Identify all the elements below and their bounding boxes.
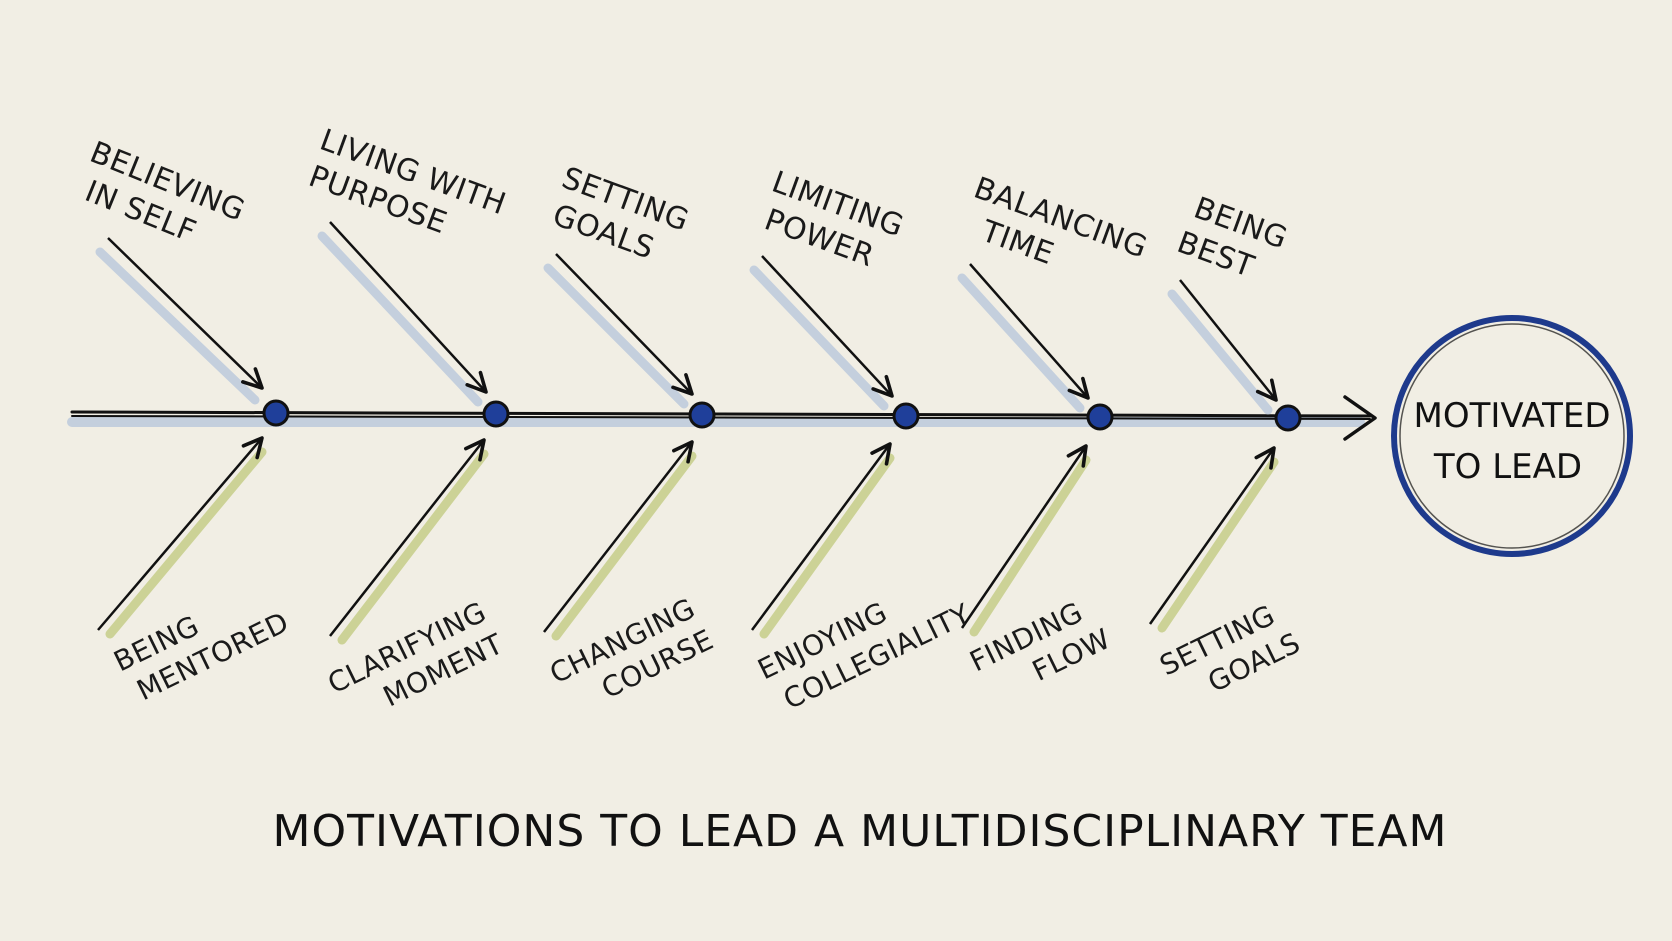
rib-shadow xyxy=(543,263,689,409)
arrow-icon xyxy=(1179,279,1278,402)
head-circle-inner xyxy=(1399,323,1625,549)
arrow-icon xyxy=(1148,446,1276,625)
rib-shadow xyxy=(1167,289,1273,415)
top-rib-6 xyxy=(1167,279,1278,415)
arrow-icon xyxy=(329,438,486,637)
rib-shadow xyxy=(969,455,1091,637)
top-label-3: SETTING GOALS xyxy=(548,161,693,267)
head-label-line1: MOTIVATED xyxy=(1413,396,1610,436)
arrow-icon xyxy=(543,440,694,633)
rib-shadow xyxy=(95,247,260,405)
arrow-icon xyxy=(750,442,892,631)
bottom-ribs xyxy=(97,436,1279,645)
bottom-rib-1 xyxy=(97,436,267,639)
arrow-icon xyxy=(761,255,894,398)
rib-shadow xyxy=(1157,457,1279,633)
arrow-icon xyxy=(969,263,1090,400)
bottom-label-1: BEING MENTORED xyxy=(109,605,294,707)
junction-node xyxy=(1086,403,1114,431)
top-label-2: LIVING WITH PURPOSE xyxy=(304,123,510,242)
top-labels: BELIEVING IN SELF LIVING WITH PURPOSE SE… xyxy=(80,123,1292,285)
rib-shadow xyxy=(759,453,895,639)
bottom-label-4: ENJOYING COLLEGIALITY xyxy=(753,596,977,717)
bottom-labels: BEING MENTORED CLARIFYING MOMENT CHANGIN… xyxy=(109,592,1306,717)
head-label-line2: TO LEAD xyxy=(1433,447,1582,487)
arrow-icon xyxy=(960,444,1088,629)
arrow-icon xyxy=(107,237,264,390)
arrow-icon xyxy=(97,436,264,631)
top-rib-1 xyxy=(95,237,264,405)
top-label-6: BEING BEST xyxy=(1173,191,1292,285)
rib-shadow xyxy=(105,447,267,639)
top-rib-2 xyxy=(317,221,488,407)
bottom-label-2: CLARIFYING MOMENT xyxy=(323,595,509,713)
junction-nodes xyxy=(262,399,1302,432)
top-rib-5 xyxy=(957,263,1090,413)
bottom-rib-5 xyxy=(960,444,1091,637)
head-effect: MOTIVATED TO LEAD xyxy=(1391,315,1633,557)
spine-arrow-icon xyxy=(1343,395,1377,441)
bottom-rib-4 xyxy=(750,442,895,639)
bottom-rib-6 xyxy=(1148,446,1279,633)
junction-node xyxy=(1274,404,1302,432)
bottom-rib-2 xyxy=(329,438,489,645)
rib-shadow xyxy=(957,273,1085,413)
arrow-icon xyxy=(555,253,694,396)
diagram-caption: MOTIVATIONS TO LEAD A MULTIDISCIPLINARY … xyxy=(273,806,1448,857)
head-circle xyxy=(1391,315,1633,557)
arrow-icon xyxy=(329,221,488,394)
junction-node xyxy=(262,399,290,427)
top-label-4: LIMITING POWER xyxy=(760,165,908,275)
rib-shadow xyxy=(317,231,483,407)
rib-shadow xyxy=(551,451,697,641)
junction-node xyxy=(482,400,510,428)
top-rib-3 xyxy=(543,253,694,409)
junction-node xyxy=(688,401,716,429)
rib-shadow xyxy=(337,449,489,645)
top-rib-4 xyxy=(749,255,894,411)
top-label-1: BELIEVING IN SELF xyxy=(80,135,250,250)
junction-node xyxy=(892,402,920,430)
bottom-rib-3 xyxy=(543,440,697,641)
top-ribs xyxy=(95,221,1278,415)
rib-shadow xyxy=(749,265,889,411)
